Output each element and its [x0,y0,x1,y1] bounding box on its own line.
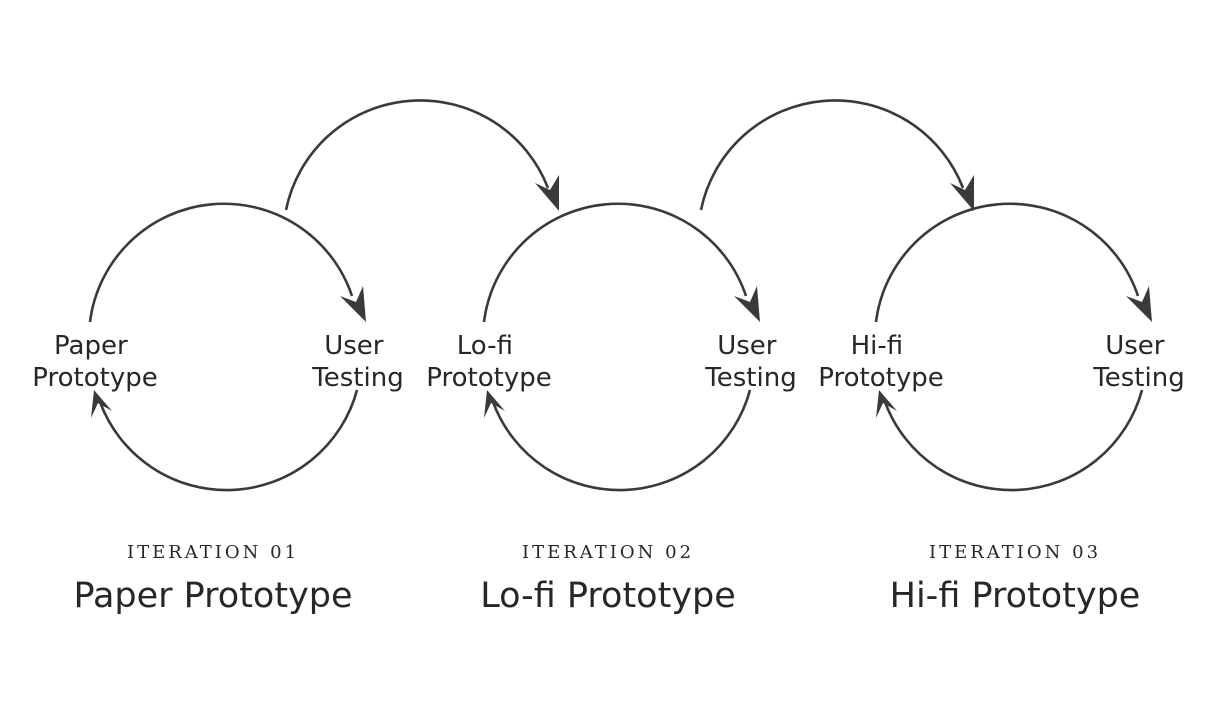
cycle-2-bottom-arrowhead [484,390,505,418]
iteration-1-label: ITERATION 01 [127,542,299,563]
cycle-1-bottom-arrowhead [91,390,112,418]
cycle-1 [88,202,366,492]
transition-2-to-3 [699,99,974,211]
cycle-3-left-label: Hi-fi Prototype [818,331,943,393]
cycle-2-top-arrowhead [734,286,760,322]
transition-1-to-2 [284,99,559,211]
cycle-3 [874,202,1152,492]
cycle-1-left-label: Paper Prototype [32,331,157,393]
iteration-3-title: Hi-fi Prototype [890,576,1141,616]
transition-2-arrowhead [950,175,974,211]
cycle-3-top-arrowhead [1126,286,1152,322]
cycle-1-top-arrow [88,202,354,323]
cycle-1-right-label: User Testing [311,331,403,393]
cycle-3-right-label: User Testing [1092,331,1184,393]
cycle-2 [482,202,760,492]
cycle-1-bottom-arrow [98,389,359,492]
iteration-2-label: ITERATION 02 [522,542,694,563]
cycle-2-bottom-arrow [491,389,752,492]
cycle-2-left-label: Lo-fi Prototype [426,331,551,393]
cycle-3-bottom-arrowhead [876,390,897,418]
transition-1-arrow [284,99,550,211]
iteration-2-title: Lo-fi Prototype [480,576,736,616]
cycle-3-bottom-arrow [883,389,1144,492]
cycle-1-top-arrowhead [340,286,366,322]
transition-1-arrowhead [535,175,559,211]
cycle-2-right-label: User Testing [704,331,796,393]
transition-2-arrow [699,99,965,211]
cycle-2-top-arrow [482,202,748,323]
iteration-3-label: ITERATION 03 [929,542,1101,563]
iteration-1-title: Paper Prototype [73,576,352,616]
cycle-3-top-arrow [874,202,1140,323]
